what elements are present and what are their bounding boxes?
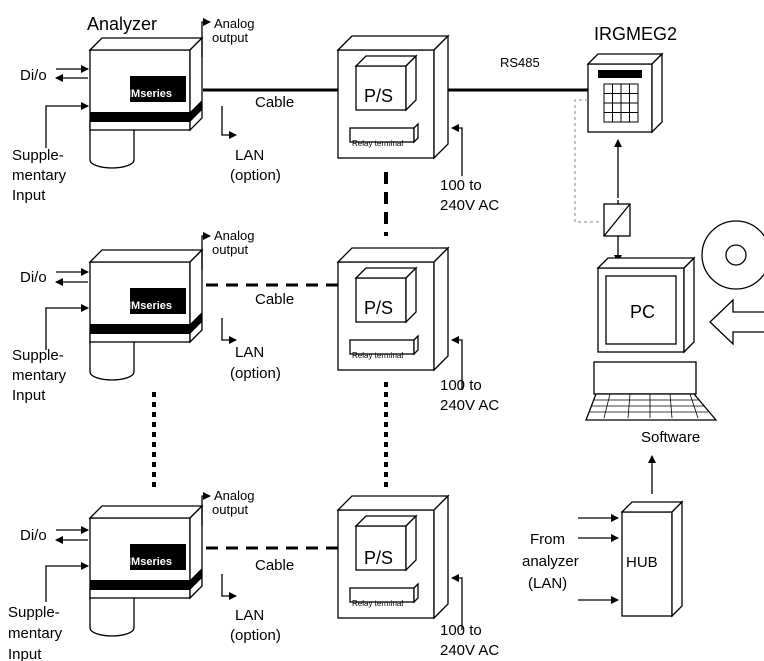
analog-output-label: Analog — [214, 228, 254, 243]
lan-label: LAN — [235, 344, 264, 361]
power-supply-unit-2: P/S Relay terminal — [337, 247, 449, 371]
relay-terminal-label: Relay terminal — [352, 351, 403, 360]
analog-output-label: Analog — [214, 488, 254, 503]
supp-label-1: Supple- — [12, 347, 64, 364]
lan-label: LAN — [235, 147, 264, 164]
ac-label-2: 240V AC — [440, 397, 499, 414]
ac-label-2: 240V AC — [440, 642, 499, 659]
lan-option-label: (option) — [230, 365, 281, 382]
ac-label-1: 100 to — [440, 177, 482, 194]
pc-unit — [585, 256, 718, 421]
analog-output-label: Analog — [214, 16, 254, 31]
cable-label: Cable — [255, 94, 294, 111]
dio-label: Di/o — [20, 269, 47, 286]
ps-label: P/S — [364, 548, 393, 568]
supp-label-2: mentary — [12, 367, 67, 384]
ac-label-1: 100 to — [440, 622, 482, 639]
analyzer-unit-1: IMseries — [89, 37, 203, 169]
install-arrow-icon — [709, 298, 764, 346]
lan-label: LAN — [235, 607, 264, 624]
lan-option-label: (option) — [230, 167, 281, 184]
imseries-label: IMseries — [128, 556, 172, 568]
supp-label-3: Input — [8, 646, 42, 661]
ps-label: P/S — [364, 86, 393, 106]
hub-label: HUB — [626, 554, 658, 571]
irgmeg2-unit — [586, 52, 664, 134]
analog-output-label-2: output — [212, 242, 249, 257]
cable-label: Cable — [255, 291, 294, 308]
analyzer-unit-3: IMseries — [89, 505, 203, 637]
analyzer-unit-2: IMseries — [89, 249, 203, 381]
from-label-2: analyzer — [522, 553, 579, 570]
irgmeg2-title: IRGMEG2 — [594, 24, 677, 44]
software-label: Software — [641, 429, 700, 446]
ac-label-2: 240V AC — [440, 197, 499, 214]
analog-output-label-2: output — [212, 502, 249, 517]
from-label-3: (LAN) — [528, 575, 567, 592]
supp-label-1: Supple- — [8, 604, 60, 621]
ac-label-1: 100 to — [440, 377, 482, 394]
dio-label: Di/o — [20, 527, 47, 544]
disc-icon — [701, 220, 764, 290]
imseries-label: IMseries — [128, 300, 172, 312]
ps-label: P/S — [364, 298, 393, 318]
supp-label-3: Input — [12, 387, 46, 404]
from-label-1: From — [530, 531, 565, 548]
supp-label-3: Input — [12, 187, 46, 204]
analyzer-title: Analyzer — [87, 14, 157, 34]
power-supply-unit-1: P/S Relay terminal — [337, 35, 449, 159]
power-supply-unit-3: P/S Relay terminal — [337, 495, 449, 619]
dio-label: Di/o — [20, 67, 47, 84]
pc-label: PC — [630, 302, 655, 322]
supp-label-2: mentary — [8, 625, 63, 642]
imseries-label: IMseries — [128, 88, 172, 100]
rs485-label: RS485 — [500, 55, 540, 70]
analog-output-label-2: output — [212, 30, 249, 45]
relay-terminal-label: Relay terminal — [352, 599, 403, 608]
supp-label-1: Supple- — [12, 147, 64, 164]
relay-terminal-label: Relay terminal — [352, 139, 403, 148]
cable-label: Cable — [255, 557, 294, 574]
lan-option-label: (option) — [230, 627, 281, 644]
hub-unit — [620, 500, 684, 618]
supp-label-2: mentary — [12, 167, 67, 184]
